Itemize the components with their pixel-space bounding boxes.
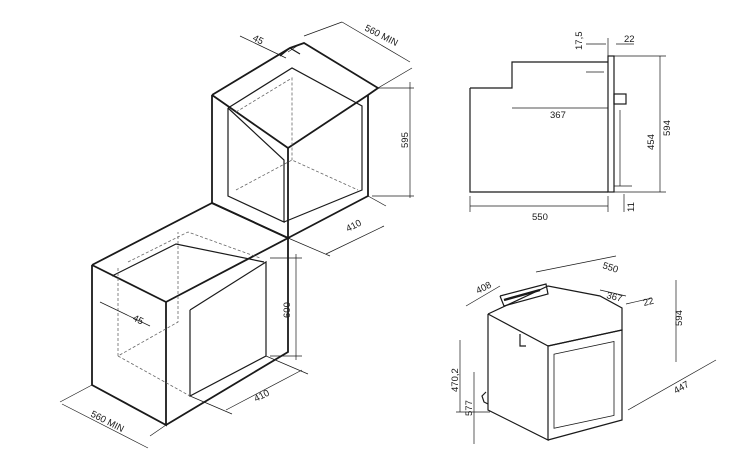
top-cabinet — [211, 21, 414, 257]
side-view-front-thickness-label: 22 — [624, 34, 635, 45]
oven-inner-depth-label: 367 — [605, 290, 623, 305]
top-cabinet-gap-label: 45 — [251, 33, 265, 48]
oven-view — [456, 255, 717, 444]
oven-top-vent — [499, 283, 549, 307]
top-cabinet-top — [211, 42, 380, 149]
oven-front-thickness-label: 22 — [642, 296, 655, 309]
bottom-cabinet-depth-label: 560 MIN — [89, 409, 126, 435]
top-cabinet-width-label: 410 — [344, 218, 363, 235]
oven-side-panel — [487, 313, 549, 441]
bottom-cabinet-opening — [189, 260, 267, 397]
bottom-cabinet-width-label: 410 — [252, 388, 271, 405]
side-view — [469, 38, 666, 212]
side-view-total-depth-label: 550 — [532, 212, 548, 223]
oven-door — [547, 329, 623, 441]
top-cabinet-height-label: 595 — [400, 132, 411, 148]
oven-height-label: 594 — [674, 310, 685, 326]
bottom-cabinet-side — [165, 238, 289, 426]
side-view-front — [607, 55, 615, 193]
oven-overall-depth-label: 447 — [672, 379, 691, 396]
oven-depth-label: 550 — [601, 260, 619, 275]
oven-width-label: 408 — [474, 280, 493, 297]
side-view-total-height-label: 594 — [662, 120, 673, 136]
side-view-bottom-offset-label: 11 — [626, 202, 637, 212]
side-view-top-offset-label: 17,5 — [574, 32, 585, 51]
oven-base-height-label: 470,2 — [450, 368, 461, 392]
bottom-cabinet — [59, 201, 309, 449]
bottom-cabinet-front — [91, 264, 167, 427]
side-view-panel-height-label: 454 — [646, 134, 657, 150]
bottom-cabinet-height-label: 600 — [282, 302, 293, 318]
top-cabinet-side — [287, 95, 369, 239]
top-cabinet-front — [211, 94, 289, 240]
side-view-body — [469, 88, 608, 193]
bottom-cabinet-gap-label: 45 — [131, 313, 145, 328]
side-view-inner-depth-label: 367 — [550, 110, 566, 121]
oven-body-height-label: 577 — [464, 400, 475, 416]
bottom-cabinet-top — [91, 201, 291, 303]
